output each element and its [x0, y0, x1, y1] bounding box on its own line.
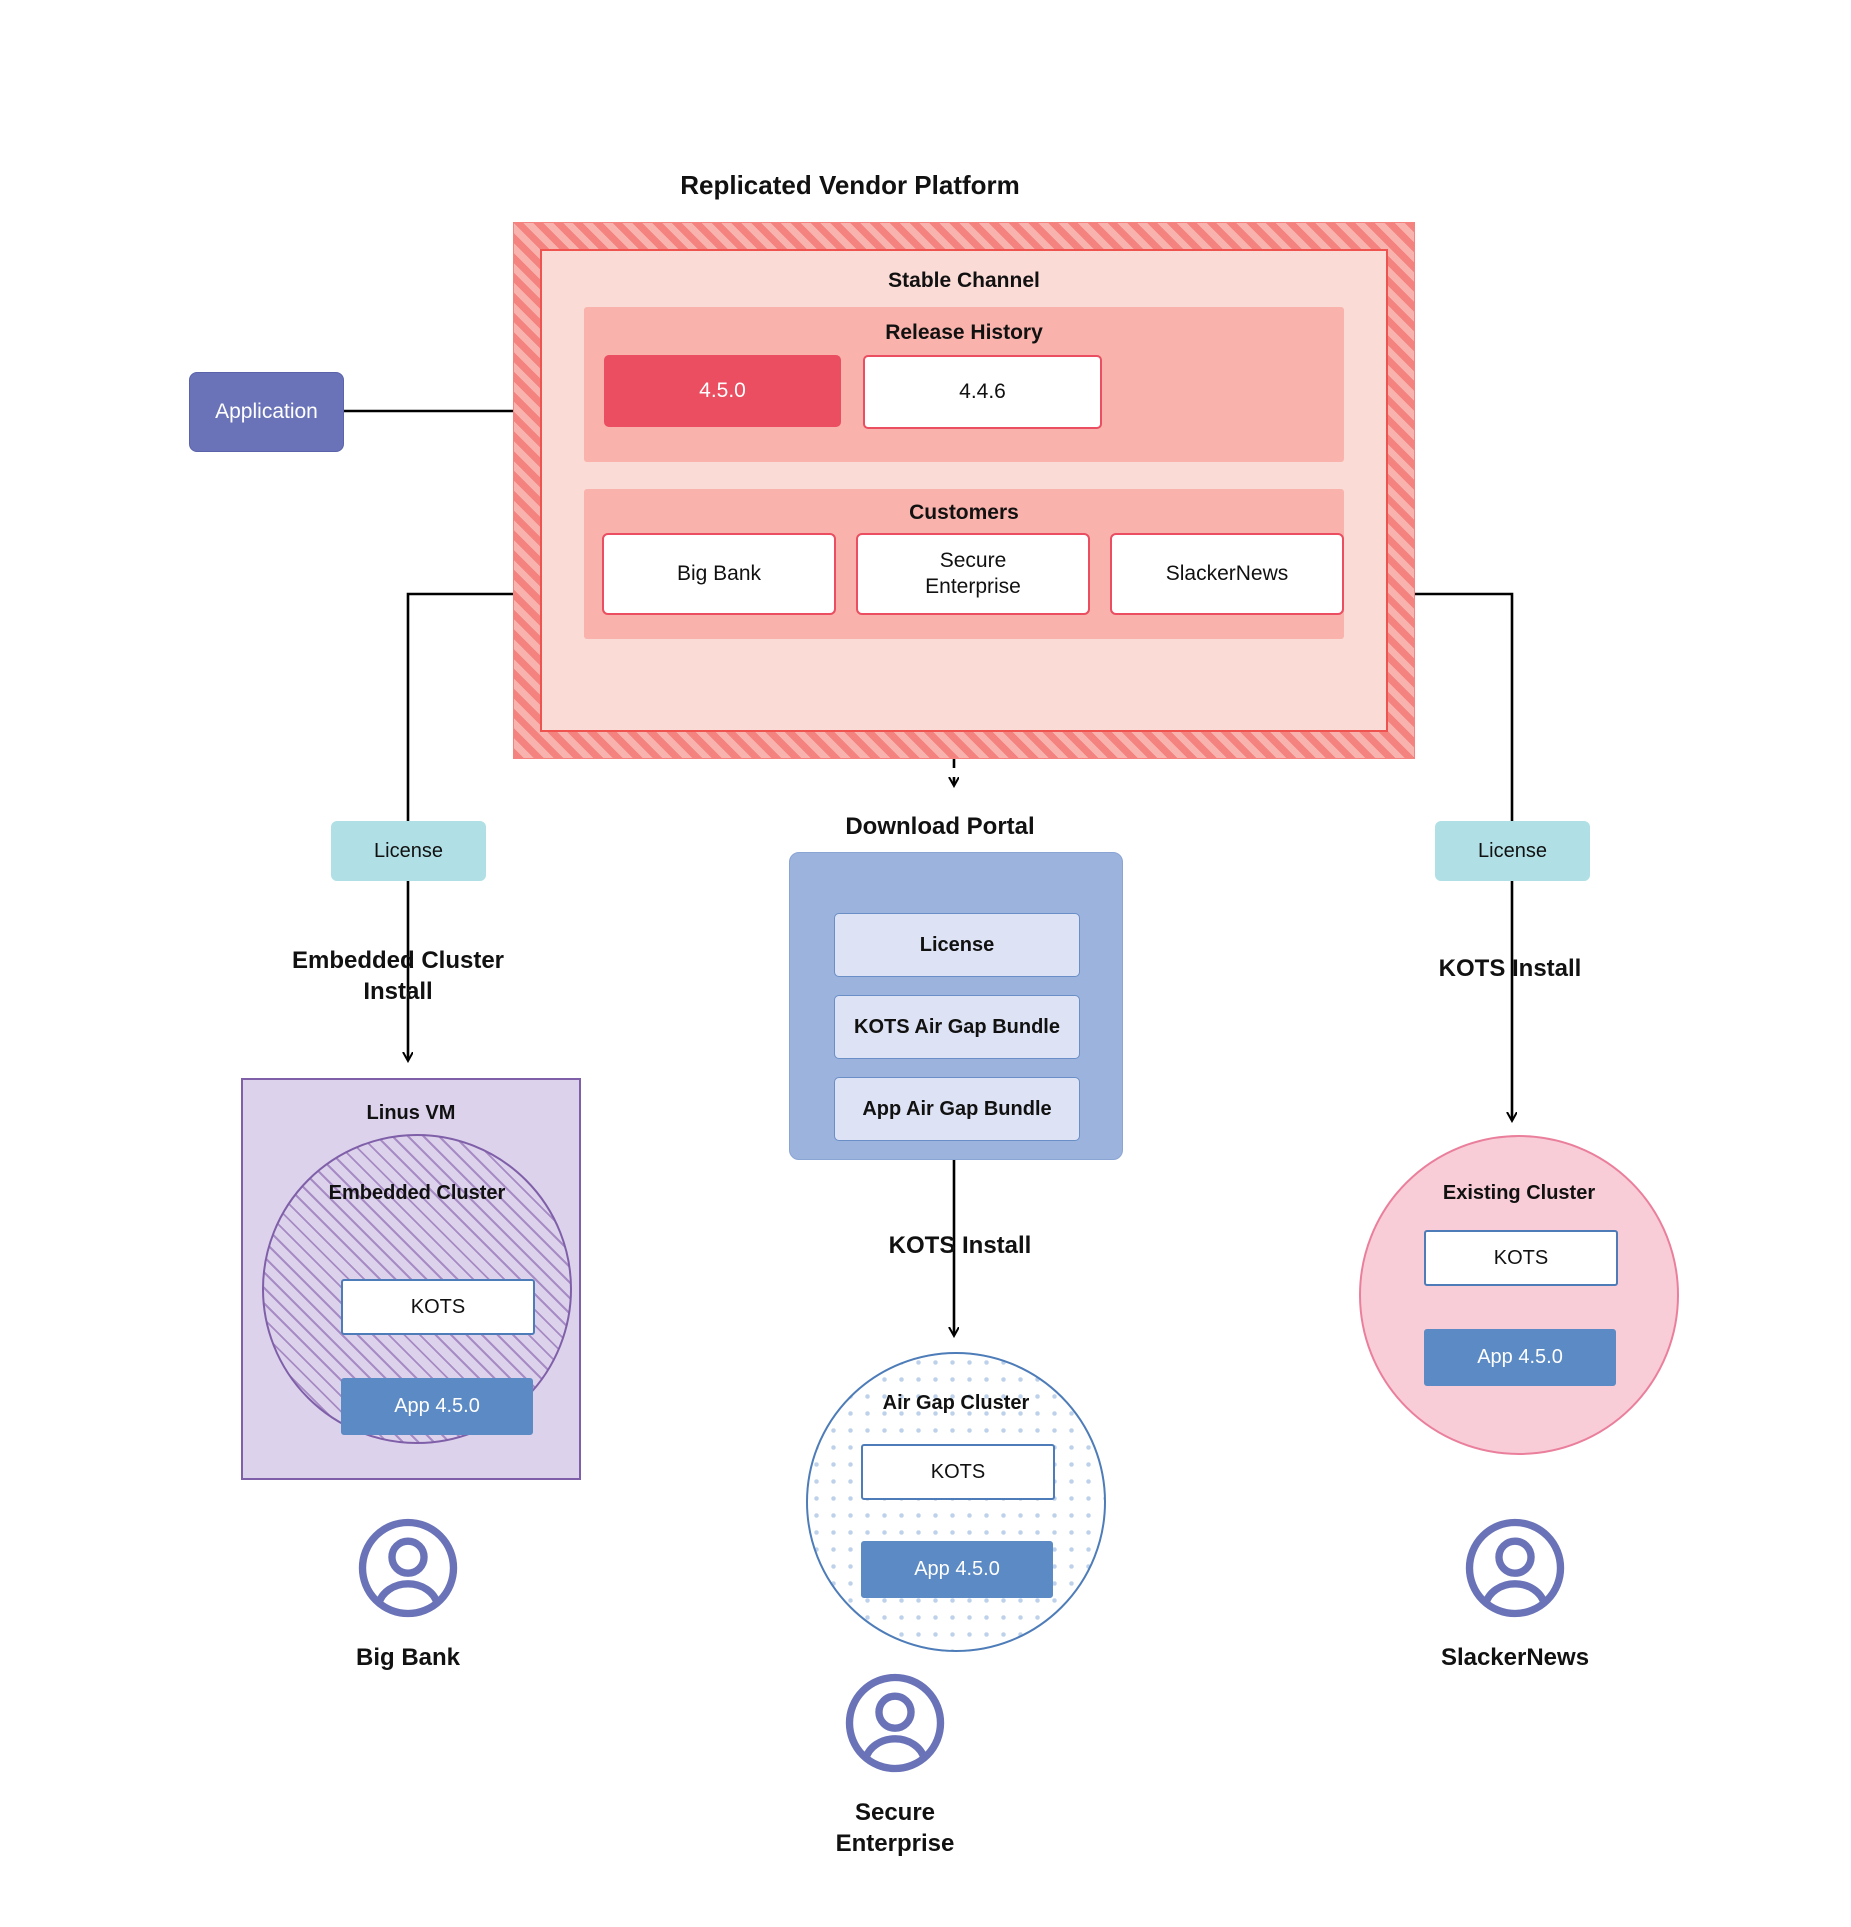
user-avatar-icon: [1465, 1518, 1565, 1618]
linux-vm-title: Linus VM: [366, 1102, 456, 1124]
replicated-vendor-platform: Stable Channel Release History 4.5.0 4.4…: [513, 222, 1415, 759]
persona-big-bank: Big Bank: [288, 1516, 528, 1673]
existing-cluster-circle: Existing Cluster KOTS App 4.5.0: [1359, 1135, 1679, 1455]
embedded-cluster-kots-node[interactable]: KOTS: [341, 1279, 535, 1335]
existing-cluster-title: Existing Cluster: [1442, 1182, 1596, 1204]
stable-channel-title: Stable Channel: [888, 269, 1040, 292]
portal-item-app-air-gap-bundle[interactable]: App Air Gap Bundle: [834, 1077, 1080, 1141]
customers-title: Customers: [909, 501, 1019, 524]
user-avatar-icon: [358, 1518, 458, 1618]
download-portal-title: Download Portal: [845, 813, 1035, 840]
customer-slackernews[interactable]: SlackerNews: [1110, 533, 1344, 615]
air-gap-cluster-kots-node[interactable]: KOTS: [861, 1444, 1055, 1500]
release-list: 4.5.0 4.4.6: [604, 355, 1102, 429]
label-kots-install-middle: KOTS Install: [888, 1232, 1032, 1259]
release-history-panel: Release History 4.5.0 4.4.6: [584, 307, 1344, 462]
application-node[interactable]: Application: [189, 372, 344, 452]
release-history-title: Release History: [885, 321, 1043, 344]
embedded-cluster-app-node[interactable]: App 4.5.0: [341, 1378, 533, 1435]
linux-vm-box: Linus VM Embedded Cluster KOTS App 4.5.0: [241, 1078, 581, 1480]
air-gap-cluster-app-node[interactable]: App 4.5.0: [861, 1541, 1053, 1598]
label-kots-install-right: KOTS Install: [1438, 955, 1582, 982]
license-chip-right[interactable]: License: [1435, 821, 1590, 881]
persona-slackernews: SlackerNews: [1395, 1516, 1635, 1673]
air-gap-cluster-circle: Air Gap Cluster KOTS App 4.5.0: [806, 1352, 1106, 1652]
download-portal-panel: License KOTS Air Gap Bundle App Air Gap …: [789, 852, 1123, 1160]
existing-cluster-kots-node[interactable]: KOTS: [1424, 1230, 1618, 1286]
release-item-previous[interactable]: 4.4.6: [863, 355, 1102, 429]
stable-channel-panel: Stable Channel Release History 4.5.0 4.4…: [540, 249, 1388, 732]
license-chip-left[interactable]: License: [331, 821, 486, 881]
user-avatar-icon: [845, 1673, 945, 1773]
portal-item-kots-air-gap-bundle[interactable]: KOTS Air Gap Bundle: [834, 995, 1080, 1059]
air-gap-cluster-title: Air Gap Cluster: [882, 1392, 1030, 1414]
portal-item-license[interactable]: License: [834, 913, 1080, 977]
customer-big-bank[interactable]: Big Bank: [602, 533, 836, 615]
embedded-cluster-title: Embedded Cluster: [328, 1182, 506, 1204]
embedded-cluster-circle: Embedded Cluster KOTS App 4.5.0: [262, 1134, 572, 1444]
release-item-current[interactable]: 4.5.0: [604, 355, 841, 427]
persona-name: Big Bank: [355, 1644, 460, 1671]
persona-name: SlackerNews: [1440, 1644, 1590, 1671]
page-title: Replicated Vendor Platform: [680, 170, 1020, 200]
existing-cluster-app-node[interactable]: App 4.5.0: [1424, 1329, 1616, 1386]
